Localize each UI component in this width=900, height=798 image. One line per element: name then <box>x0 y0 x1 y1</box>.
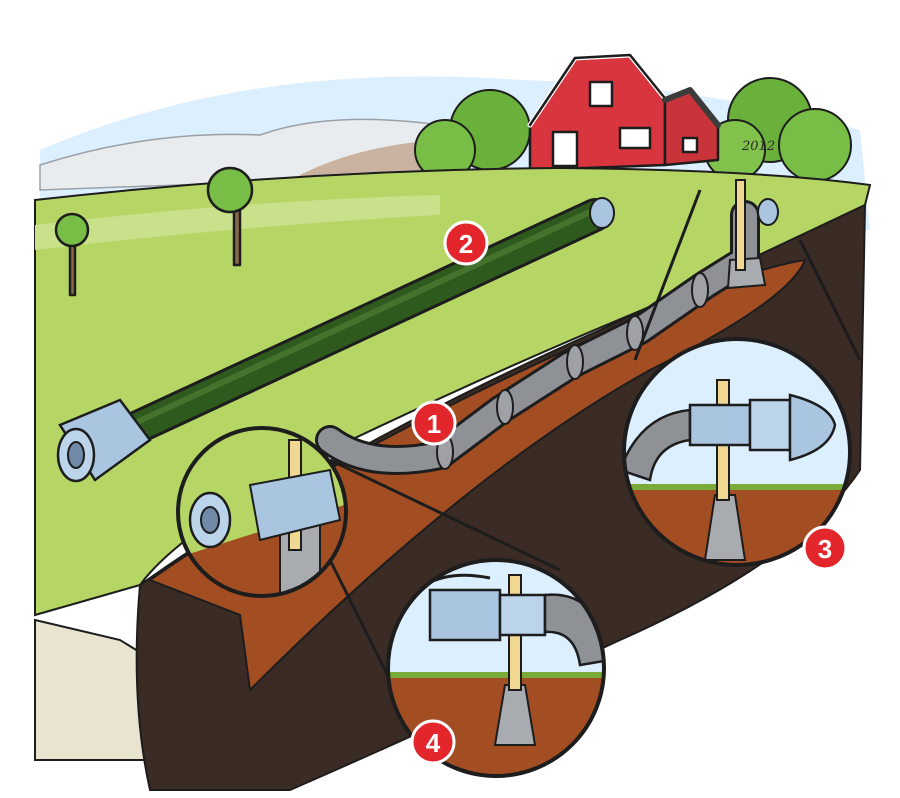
green-hose <box>56 197 615 483</box>
marker-4-label: 4 <box>426 728 441 758</box>
marker-1: 1 <box>411 400 457 446</box>
marker-1-label: 1 <box>427 409 441 439</box>
lens-connector-lines <box>328 189 862 691</box>
marker-2-label: 2 <box>459 229 473 259</box>
marker-4: 4 <box>410 719 456 765</box>
marker-3: 3 <box>802 525 848 571</box>
field-trees <box>54 166 254 297</box>
buried-pipe <box>315 179 779 475</box>
detail-lens-3 <box>622 337 852 567</box>
marker-2: 2 <box>443 220 489 266</box>
red-barn <box>527 52 721 172</box>
artist-signature: 2012 <box>741 139 775 154</box>
marker-3-label: 3 <box>818 534 832 564</box>
